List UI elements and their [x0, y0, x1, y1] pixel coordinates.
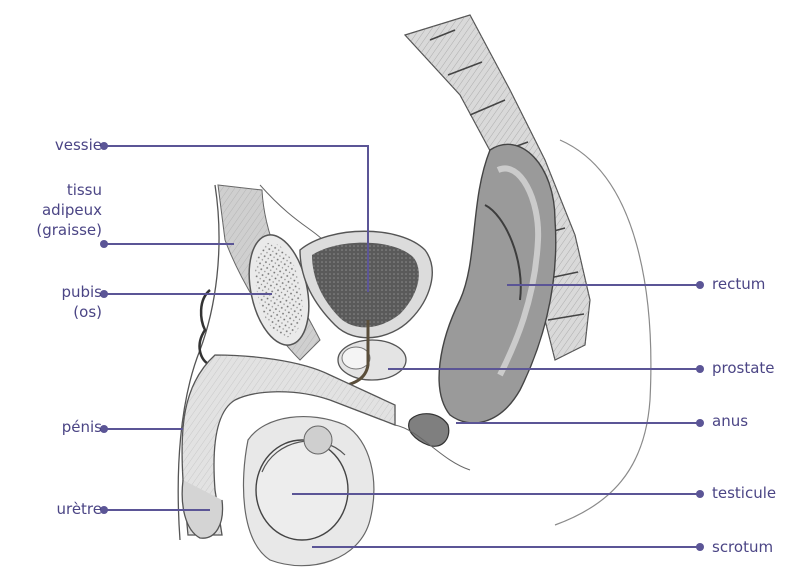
label-prostate: prostate: [712, 358, 775, 378]
label-rectum-text: rectum: [712, 275, 765, 293]
label-anus: anus: [712, 411, 748, 431]
label-rectum: rectum: [712, 274, 765, 294]
label-tissu-line1: tissu: [6, 180, 102, 200]
label-tissu-line2: adipeux: [6, 200, 102, 220]
label-prostate-text: prostate: [712, 359, 775, 377]
label-vessie-text: vessie: [55, 136, 102, 154]
label-uretre-text: urètre: [56, 500, 102, 518]
label-pubis: pubis (os): [26, 282, 102, 322]
bladder-shape: [300, 231, 432, 337]
label-vessie: vessie: [26, 135, 102, 155]
label-anus-text: anus: [712, 412, 748, 430]
label-testicule-text: testicule: [712, 484, 776, 502]
label-penis: pénis: [26, 417, 102, 437]
label-tissu-adipeux: tissu adipeux (graisse): [6, 180, 102, 240]
pubic-hair: [200, 290, 210, 365]
label-penis-text: pénis: [62, 418, 102, 436]
rectum-shape: [439, 144, 556, 423]
label-scrotum-text: scrotum: [712, 538, 773, 556]
leader-dots-right: [696, 281, 704, 551]
label-pubis-line2: (os): [26, 302, 102, 322]
label-scrotum: scrotum: [712, 537, 773, 557]
label-uretre: urètre: [26, 499, 102, 519]
anus-shape: [409, 414, 449, 447]
label-testicule: testicule: [712, 483, 776, 503]
label-pubis-line1: pubis: [26, 282, 102, 302]
label-tissu-line3: (graisse): [6, 220, 102, 240]
